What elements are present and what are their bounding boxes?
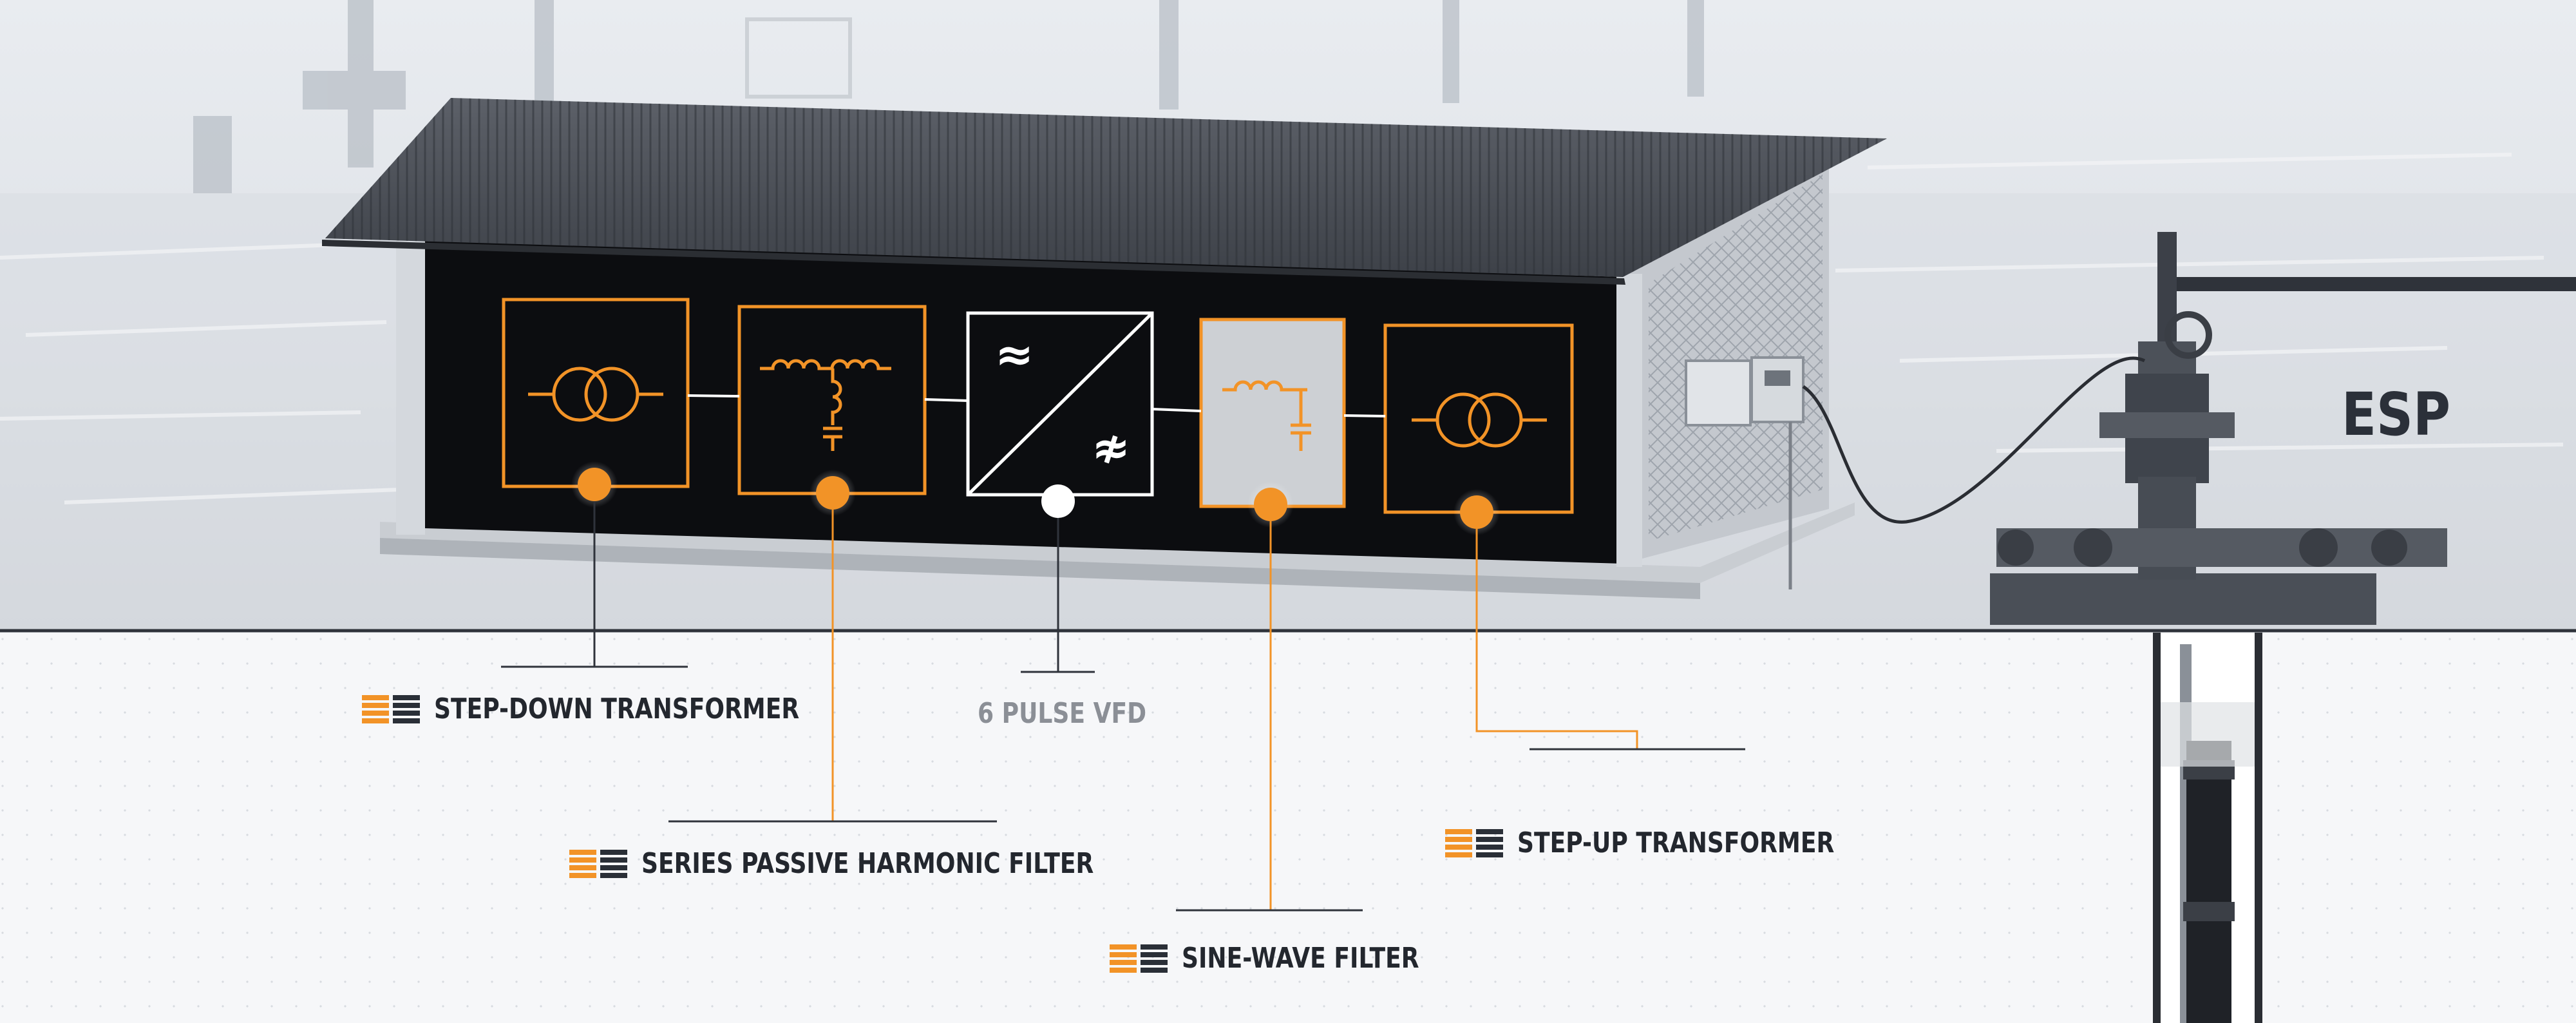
lc-filter-icon <box>1222 380 1311 451</box>
vfd-icon: ≈ ≉ <box>967 312 1153 496</box>
callout-vfd <box>1021 484 1095 673</box>
label-tag-icon <box>569 849 627 878</box>
series-filter-label: SERIES PASSIVE HARMONIC FILTER <box>641 847 1094 880</box>
esp-cable <box>1802 356 2146 524</box>
label-tag-icon <box>1110 944 1168 973</box>
inductor-icon <box>760 359 891 451</box>
label-vfd: 6 PULSE VFD <box>978 697 1184 730</box>
callout-sine-wave <box>1176 481 1363 912</box>
approx-bottom-symbol: ≉ <box>1092 421 1130 475</box>
transformer-icon-2 <box>1412 392 1547 448</box>
label-tag-icon <box>1445 828 1503 857</box>
panel-sine-wave-filter <box>1201 320 1344 506</box>
callout-series-filter <box>668 470 997 823</box>
control-box <box>1750 356 1804 423</box>
sine-wave-filter-label: SINE-WAVE FILTER <box>1182 942 1419 975</box>
label-sine-wave-filter: SINE-WAVE FILTER <box>1110 942 1471 975</box>
label-step-up-transformer: STEP-UP TRANSFORMER <box>1445 827 1904 859</box>
label-tag-icon <box>362 694 420 723</box>
transformer-icon-1 <box>528 367 663 422</box>
esp-label: ESP <box>2342 380 2451 449</box>
label-step-down-transformer: STEP-DOWN TRANSFORMER <box>362 693 880 725</box>
callout-step-down <box>501 461 688 668</box>
step-down-transformer-label: STEP-DOWN TRANSFORMER <box>434 693 800 725</box>
label-series-filter: SERIES PASSIVE HARMONIC FILTER <box>569 847 1193 880</box>
wellhead <box>1990 232 2576 625</box>
vfd-label: 6 PULSE VFD <box>978 697 1147 730</box>
borehole <box>2153 633 2262 1023</box>
equipment-panels: ≈ ≉ <box>502 298 1574 514</box>
step-up-transformer-label: STEP-UP TRANSFORMER <box>1517 827 1835 859</box>
skid-base <box>380 502 1855 583</box>
approx-top-symbol: ≈ <box>995 327 1034 381</box>
callout-step-up <box>1454 489 1745 751</box>
